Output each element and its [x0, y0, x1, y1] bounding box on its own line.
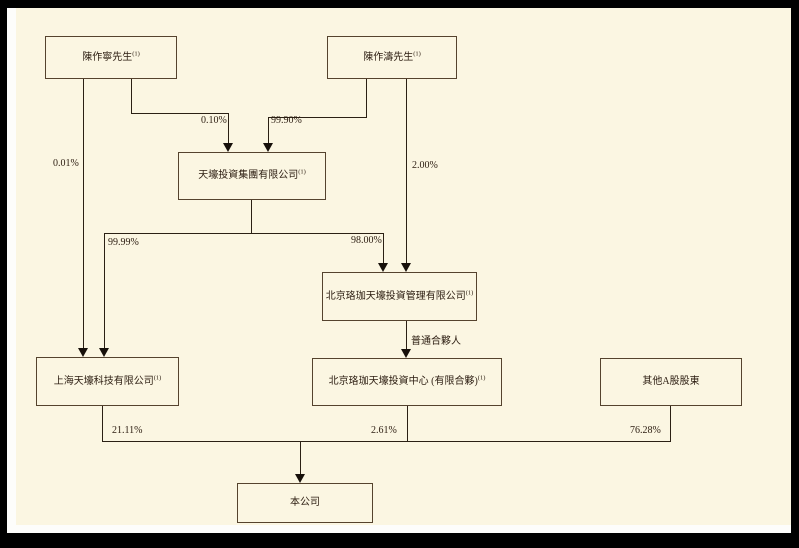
ownership-label: 98.00% [351, 235, 382, 246]
node-label: 天壕投資集團有限公司 [198, 170, 299, 181]
arrow-down-icon [401, 349, 411, 358]
node-beijing-luojia-partnership: 北京珞珈天壕投資中心 (有限合夥)(1) [312, 358, 502, 406]
connector-line [228, 113, 229, 143]
connector-line [366, 77, 367, 118]
ownership-label: 2.61% [371, 425, 397, 436]
footnote-marker: (1) [413, 50, 421, 58]
connector-line [104, 233, 105, 348]
connector-line [670, 404, 671, 442]
arrow-down-icon [378, 263, 388, 272]
connector-line [251, 198, 252, 234]
connector-line [406, 77, 407, 263]
ownership-label: 0.10% [201, 115, 227, 126]
connector-line [104, 233, 384, 234]
arrow-down-icon [223, 143, 233, 152]
node-label: 其他A股股東 [642, 376, 700, 387]
connector-line [268, 117, 367, 118]
connector-line [268, 117, 269, 143]
node-other-a-shareholders: 其他A股股東 [600, 358, 742, 406]
footnote-marker: (1) [477, 374, 486, 382]
footnote-marker: (1) [132, 50, 140, 58]
arrow-down-icon [401, 263, 411, 272]
arrow-down-icon [99, 348, 109, 357]
arrow-down-icon [78, 348, 88, 357]
connector-line [102, 404, 103, 442]
arrow-down-icon [263, 143, 273, 152]
connector-line [383, 233, 384, 263]
footnote-marker: (1) [298, 168, 306, 176]
ownership-label: 99.90% [271, 115, 302, 126]
node-tianhao-investment-group: 天壕投資集團有限公司(1) [178, 152, 326, 200]
connector-line [102, 441, 671, 442]
connector-line [300, 441, 301, 474]
ownership-label: 2.00% [412, 160, 438, 171]
node-shanghai-tianhao: 上海天壕科技有限公司(1) [36, 357, 179, 406]
connector-line [131, 77, 132, 114]
node-chen-zuoning: 陳作寧先生(1) [45, 36, 177, 79]
node-label: 上海天壕科技有限公司 [53, 375, 154, 387]
ownership-label: 0.01% [53, 158, 79, 169]
footnote-marker: (1) [153, 374, 162, 382]
general-partner-label: 普通合夥人 [411, 336, 461, 347]
node-beijing-luojia-management: 北京珞珈天壕投資管理有限公司(1) [322, 272, 477, 321]
node-company: 本公司 [237, 483, 373, 523]
connector-line [406, 319, 407, 349]
footnote-marker: (1) [465, 289, 474, 297]
connector-line [407, 404, 408, 442]
node-chen-zuotao: 陳作濤先生(1) [327, 36, 457, 79]
ownership-label: 99.99% [108, 237, 139, 248]
connector-line [83, 77, 84, 348]
node-label: 本公司 [290, 497, 320, 508]
node-label: 北京珞珈天壕投資中心 (有限合夥) [328, 376, 478, 387]
ownership-label: 76.28% [630, 425, 661, 436]
node-label: 陳作寧先生 [82, 51, 133, 63]
ownership-label: 21.11% [112, 425, 143, 436]
arrow-down-icon [295, 474, 305, 483]
connector-line [131, 113, 229, 114]
node-label: 陳作濤先生 [363, 51, 414, 63]
node-label: 北京珞珈天壕投資管理有限公司 [325, 290, 466, 302]
